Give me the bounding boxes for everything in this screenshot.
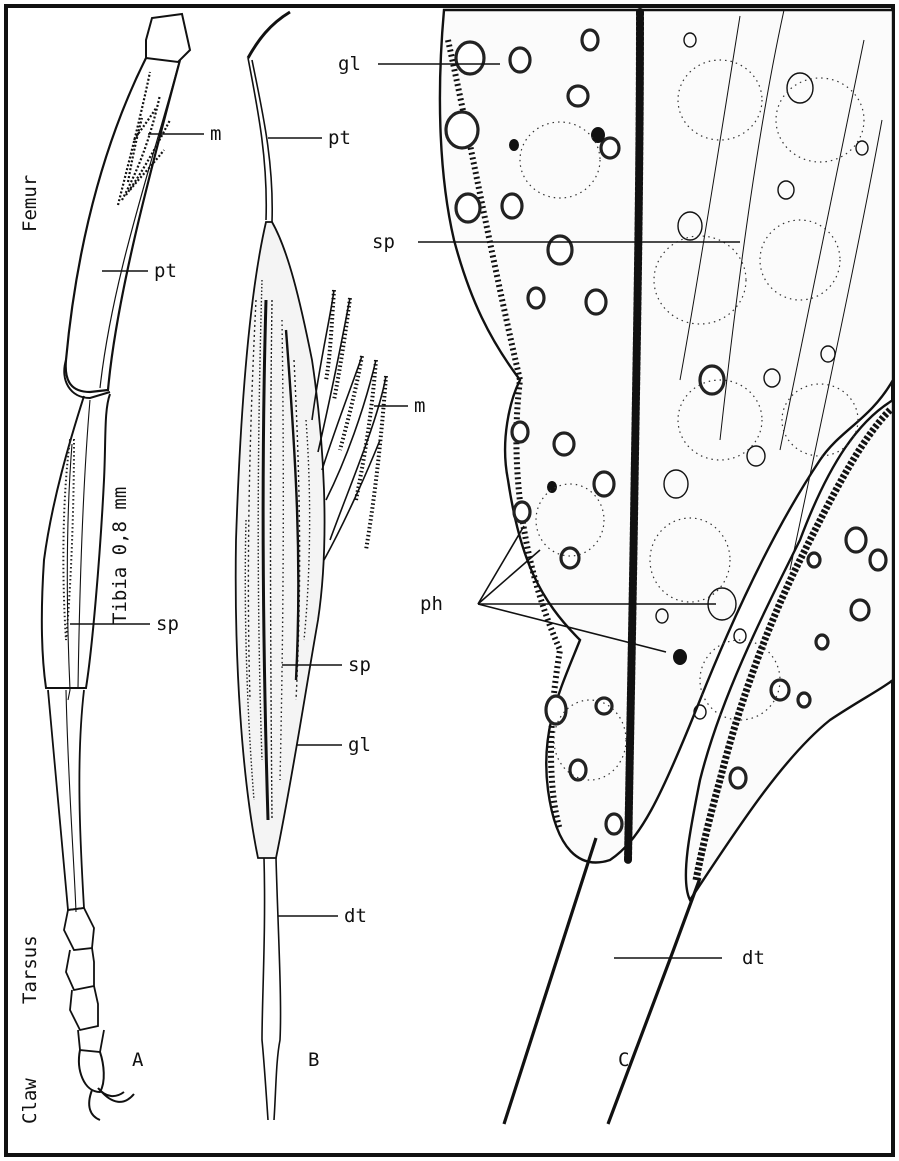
leg-trochanter xyxy=(146,14,190,62)
label-b-pt: pt xyxy=(328,127,351,149)
label-c-gl: gl xyxy=(338,53,361,75)
panel-b-gland xyxy=(236,12,386,1120)
leg-tarsus xyxy=(48,690,84,910)
panel-letter-b: B xyxy=(308,1049,319,1071)
label-a-sp: sp xyxy=(156,613,179,635)
distal-tube-b-side xyxy=(274,858,281,1120)
side-label-claw: Claw xyxy=(19,1078,41,1124)
label-a-pt: pt xyxy=(154,260,177,282)
panel-letter-a: A xyxy=(132,1049,144,1071)
label-b-m: m xyxy=(414,395,425,417)
tarsal-segments xyxy=(64,908,104,1052)
side-label-femur: Femur xyxy=(19,175,41,232)
label-c-dt: dt xyxy=(742,947,765,969)
gland-c-body xyxy=(440,10,893,862)
tibia-inner-line xyxy=(78,400,90,688)
label-c-ph: ph xyxy=(420,593,443,615)
distal-tube-b xyxy=(262,858,268,1120)
distal-tube-c-right xyxy=(608,878,700,1124)
leg-femur xyxy=(66,58,180,392)
panel-c-gland xyxy=(440,10,893,1124)
leg-claw xyxy=(79,1050,134,1120)
side-label-tibia: Tibia 0,8 mm xyxy=(109,487,131,624)
label-a-m: m xyxy=(210,123,221,145)
panel-letter-c: C xyxy=(618,1049,629,1071)
leg-tibia xyxy=(42,394,110,688)
label-c-sp: sp xyxy=(372,231,395,253)
tarsus-tendon xyxy=(66,690,76,912)
side-label-tarsus: Tarsus xyxy=(19,935,41,1004)
label-b-sp: sp xyxy=(348,654,371,676)
label-b-dt: dt xyxy=(344,905,367,927)
distal-tube-c-left xyxy=(504,838,596,1124)
label-b-gl: gl xyxy=(348,734,371,756)
proximal-tube-b xyxy=(248,12,290,58)
gland-b-muscle-bands xyxy=(326,290,386,550)
tibia-gland xyxy=(63,440,74,640)
